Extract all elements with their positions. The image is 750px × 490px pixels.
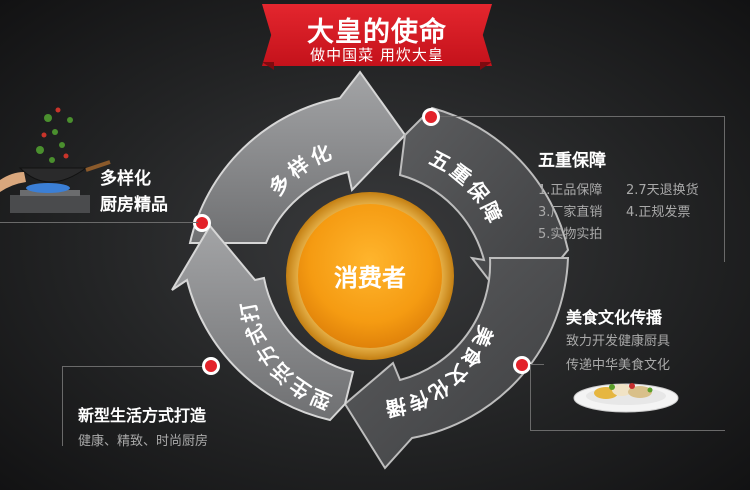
page-subtitle: 做中国菜 用炊大皇 <box>310 46 444 64</box>
panel-lifestyle: 新型生活方式打造 健康、精致、时尚厨房 <box>78 402 208 449</box>
panel-lifestyle-desc: 健康、精致、时尚厨房 <box>78 434 209 449</box>
center-circle <box>298 204 442 348</box>
panel-guarantee: 五重保障 1.正品保障 2.7天退换货 3.厂家直销 4.正规发票 5.实物实拍 <box>538 146 714 242</box>
center-label: 消费者 <box>334 264 406 292</box>
marker-culture <box>513 356 531 374</box>
leader-culture-top <box>530 364 544 365</box>
wok-stove-icon <box>0 107 111 213</box>
panel-lifestyle-title: 新型生活方式打造 <box>78 406 207 425</box>
leader-lifestyle-top <box>62 366 202 367</box>
leader-guarantee-side <box>724 116 725 262</box>
marker-variety <box>193 214 211 232</box>
panel-variety-line2: 厨房精品 <box>100 195 168 215</box>
marker-lifestyle <box>202 357 220 375</box>
leader-lifestyle-side <box>62 366 63 446</box>
guarantee-item: 4.正规发票 <box>626 205 691 220</box>
marker-guarantee <box>422 108 440 126</box>
leader-variety <box>0 222 198 223</box>
banner-fold-left <box>262 62 274 70</box>
segment-lifestyle-arrow <box>171 224 355 422</box>
header-banner: 大皇的使命 做中国菜 用炊大皇 <box>262 4 492 66</box>
guarantee-item: 5.实物实拍 <box>538 227 603 242</box>
panel-variety: 多样化 厨房精品 <box>100 166 168 218</box>
leader-culture-side <box>530 364 531 430</box>
panel-variety-line1: 多样化 <box>100 169 151 189</box>
panel-culture-line2: 传递中华美食文化 <box>566 358 671 373</box>
segment-culture-arrow <box>343 257 570 470</box>
guarantee-item: 3.厂家直销 <box>538 205 603 220</box>
guarantee-item: 2.7天退换货 <box>626 183 699 198</box>
panel-culture-title: 美食文化传播 <box>566 308 663 327</box>
leader-culture-bottom <box>530 430 725 431</box>
dish-plate-icon <box>573 383 679 413</box>
guarantee-item: 1.正品保障 <box>538 183 603 198</box>
leader-guarantee-top <box>440 116 725 117</box>
panel-culture-line1: 致力开发健康厨具 <box>566 334 671 349</box>
page-title: 大皇的使命 <box>307 17 447 48</box>
segment-variety-arrow <box>188 70 407 244</box>
panel-culture: 美食文化传播 致力开发健康厨具 传递中华美食文化 <box>566 304 670 376</box>
panel-guarantee-title: 五重保障 <box>538 151 606 171</box>
banner-fold-right <box>480 62 492 70</box>
